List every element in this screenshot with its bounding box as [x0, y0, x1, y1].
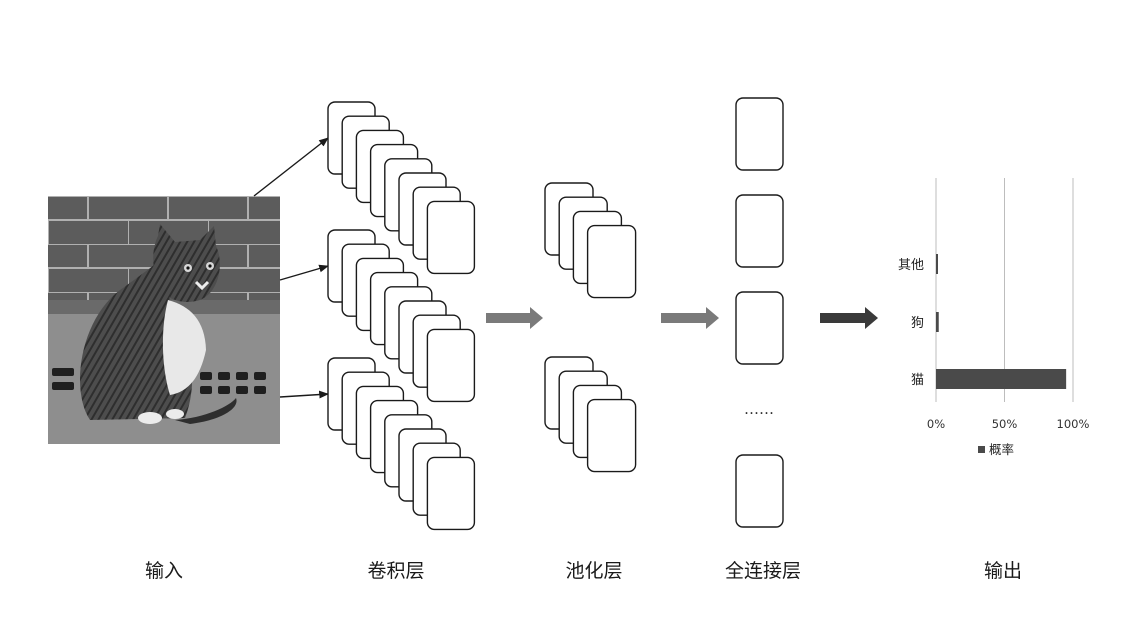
bar-0 [936, 254, 938, 274]
arrow-to-conv-top [253, 137, 329, 197]
stage-arrows [486, 307, 878, 329]
legend-swatch [978, 446, 985, 453]
fc-layer-neurons [735, 97, 784, 528]
arrow-to-conv-bottom [279, 390, 329, 399]
fc-neuron [735, 97, 784, 171]
x-tick-label: 50% [992, 417, 1018, 431]
stage-label-input: 输入 [144, 560, 184, 582]
conv-feature-map [426, 456, 476, 531]
fc-ellipsis: …… [744, 400, 774, 418]
conv-feature-map [426, 328, 476, 403]
pool-feature-map [586, 398, 637, 473]
fc-neuron [735, 291, 784, 365]
arrow-to-conv-middle [279, 264, 329, 281]
conv-layer-feature-maps [327, 101, 476, 531]
stage-label-fc: 全连接层 [724, 560, 802, 582]
stage-label-conv: 卷积层 [367, 560, 425, 582]
arrow-conv-to-pool [486, 307, 543, 329]
arrow-pool-to-fc [661, 307, 719, 329]
category-label: 狗 [911, 316, 924, 331]
input-to-conv-arrows [253, 137, 329, 399]
bar-2 [936, 369, 1067, 389]
conv-feature-map [426, 200, 476, 275]
pool-layer-feature-maps [544, 182, 637, 473]
x-tick-label: 0% [927, 417, 945, 431]
legend-label: 概率 [989, 442, 1014, 457]
x-tick-label: 100% [1057, 417, 1090, 431]
category-label: 其他 [898, 258, 924, 273]
pool-feature-map [586, 224, 637, 299]
bar-1 [936, 312, 939, 332]
fc-neuron [735, 194, 784, 268]
category-label: 猫 [911, 373, 924, 388]
arrow-fc-to-output [820, 307, 878, 329]
stage-label-output: 输出 [983, 560, 1023, 582]
stage-label-pool: 池化层 [565, 560, 623, 582]
fc-neuron [735, 454, 784, 528]
input-cat-image [48, 196, 280, 444]
